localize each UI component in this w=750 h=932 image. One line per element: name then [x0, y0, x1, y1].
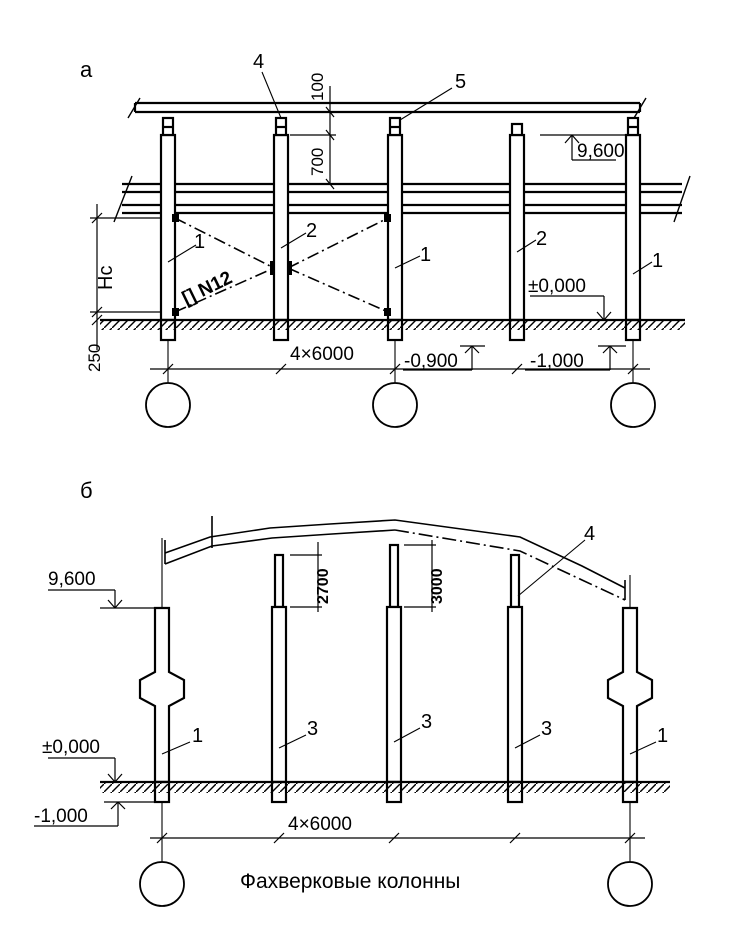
callout-2-a-first: 2	[306, 220, 317, 242]
ground-hatch-a	[100, 320, 685, 330]
cross-bracing	[174, 217, 389, 313]
column-b3-third	[506, 553, 524, 804]
axis-bubble-a3	[610, 382, 656, 428]
elev-0900-a: -0,900	[404, 351, 458, 372]
axis-bubble-b2	[607, 861, 653, 907]
axis-bubble-a2	[372, 382, 418, 428]
elev-1000-b: -1,000	[34, 806, 88, 827]
dim-lines-b-top	[290, 540, 436, 612]
callout-4-b: 4	[584, 523, 595, 545]
dim-700: 700	[308, 148, 327, 176]
callout-2-a-second: 2	[536, 228, 547, 250]
roof-arch	[164, 516, 626, 601]
callout-1-b-left: 1	[192, 725, 203, 747]
callout-5-a: 5	[455, 71, 466, 93]
axis-bubble-b1	[139, 861, 185, 907]
callout-4-a: 4	[253, 51, 264, 73]
callout-3-b-second: 3	[421, 711, 432, 733]
leaders-a	[167, 71, 653, 275]
brace-nodes	[172, 214, 391, 316]
roof-beam-break-left	[127, 97, 141, 119]
axis-bubble-a1	[145, 382, 191, 428]
callout-1-b-right: 1	[657, 725, 668, 747]
axis-lines-b-top	[161, 538, 631, 608]
spacing-dim-line-b	[150, 832, 645, 844]
column-a5	[624, 116, 642, 342]
brace-label: [] N12	[179, 267, 236, 309]
column-a3	[386, 116, 404, 342]
spacing-dim-a: 4×6000	[290, 344, 354, 365]
spacing-dim-b: 4×6000	[288, 814, 352, 835]
elev-ground-marker-a	[530, 295, 612, 321]
callout-1-a-first: 1	[194, 231, 205, 253]
elev-ground-marker-b	[48, 757, 123, 783]
ground-hatch-b	[100, 782, 670, 793]
dim-100: 100	[308, 73, 327, 101]
elev-1000-a: -1,000	[530, 351, 584, 372]
girder-break-left	[113, 175, 133, 223]
panel-letter-b: б	[80, 478, 93, 503]
caption-framework-columns: Фахверковые колонны	[240, 870, 460, 893]
leaders-b	[161, 539, 657, 755]
elev-1000-marker-a	[525, 345, 626, 371]
dim-3000: 3000	[429, 568, 446, 604]
column-b1-right	[606, 606, 654, 804]
panel-letter-a: а	[80, 57, 93, 82]
callout-3-b-third: 3	[541, 718, 552, 740]
roof-beam	[133, 101, 642, 114]
elev-0900-marker-a	[403, 345, 485, 371]
dim-hc: Hc	[95, 266, 117, 290]
column-a2	[272, 116, 290, 342]
column-a4	[508, 122, 526, 342]
elev-9600-a: 9,600	[577, 141, 625, 162]
axis-lines-b	[161, 802, 631, 862]
roof-beam-break-right	[633, 97, 647, 119]
elev-ground-a: ±0,000	[528, 276, 586, 297]
girder-break-right	[673, 175, 691, 223]
panel-b: б 4 2700 3000 9,600 ±0,000 -1,000 1 3 3 …	[34, 478, 670, 907]
elev-9600-b: 9,600	[48, 569, 96, 590]
callout-1-a-third: 1	[652, 250, 663, 272]
elev-1000-marker-b	[34, 801, 155, 827]
axis-lines-a	[167, 340, 634, 383]
dim-2700: 2700	[315, 568, 332, 604]
callout-1-a-second: 1	[420, 244, 431, 266]
hc-dim-line	[90, 204, 160, 350]
column-b3-second	[385, 543, 403, 804]
top-dim-line	[290, 86, 336, 190]
callout-3-b-first: 3	[307, 718, 318, 740]
dim-250: 250	[85, 344, 104, 372]
elev-ground-b: ±0,000	[42, 737, 100, 758]
column-b3-first	[270, 553, 288, 804]
elev-9600-marker-b	[48, 589, 155, 609]
elev-9600-marker-a	[540, 134, 626, 161]
column-b1-left	[138, 606, 186, 804]
column-a1	[159, 116, 177, 342]
spacing-dim-line-a	[150, 363, 650, 375]
panel-a: а 4 5 100 700 9,600 Hc 250 [] N12 1 2 1 …	[80, 51, 691, 428]
